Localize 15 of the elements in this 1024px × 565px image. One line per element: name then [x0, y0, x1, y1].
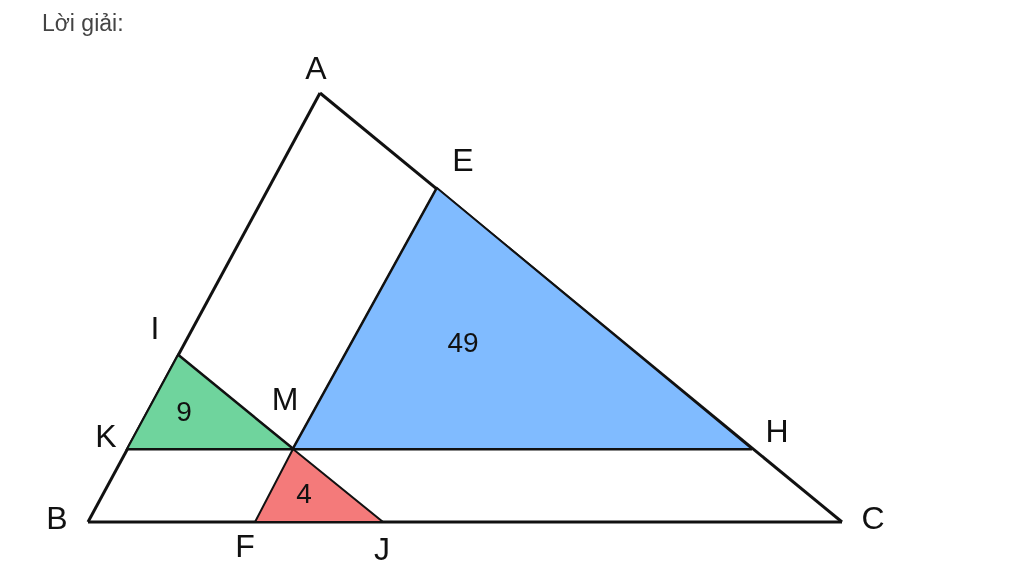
heading: Lời giải: [42, 10, 124, 37]
point-label: K [95, 420, 117, 452]
point-label: F [235, 530, 255, 562]
point-label: A [305, 52, 327, 84]
point-label: E [452, 144, 474, 176]
point-label: M [271, 383, 299, 415]
point-label: B [46, 502, 68, 534]
area-label: 9 [176, 398, 192, 426]
point-label: C [861, 502, 885, 534]
point-label: H [765, 415, 789, 447]
point-label: J [374, 533, 390, 565]
area-label: 49 [447, 329, 479, 357]
point-label: I [150, 312, 160, 344]
area-label: 4 [296, 480, 312, 508]
shaded-triangle [255, 449, 383, 522]
